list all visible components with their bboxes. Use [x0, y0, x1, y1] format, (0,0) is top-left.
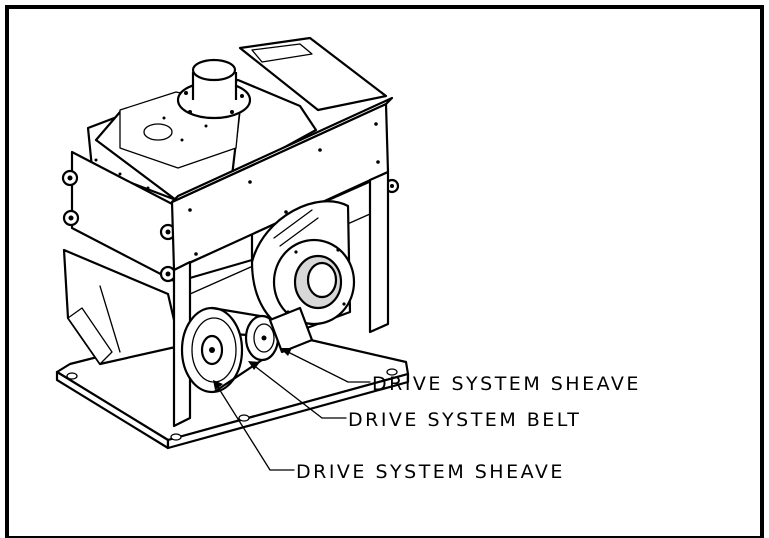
blower-housing-top [70, 36, 388, 284]
drive-assembly [180, 306, 314, 394]
blower-fan [250, 200, 356, 334]
side-knobs [61, 169, 400, 283]
callout-label-sheave-upper: DRIVE SYSTEM SHEAVE [372, 373, 641, 395]
base-plate [55, 330, 410, 450]
callout-leaders [213, 348, 371, 471]
callout-label-belt: DRIVE SYSTEM BELT [348, 409, 581, 431]
callout-label-sheave-lower: DRIVE SYSTEM SHEAVE [296, 461, 565, 483]
side-chute [62, 248, 182, 366]
figure-border [5, 5, 764, 538]
